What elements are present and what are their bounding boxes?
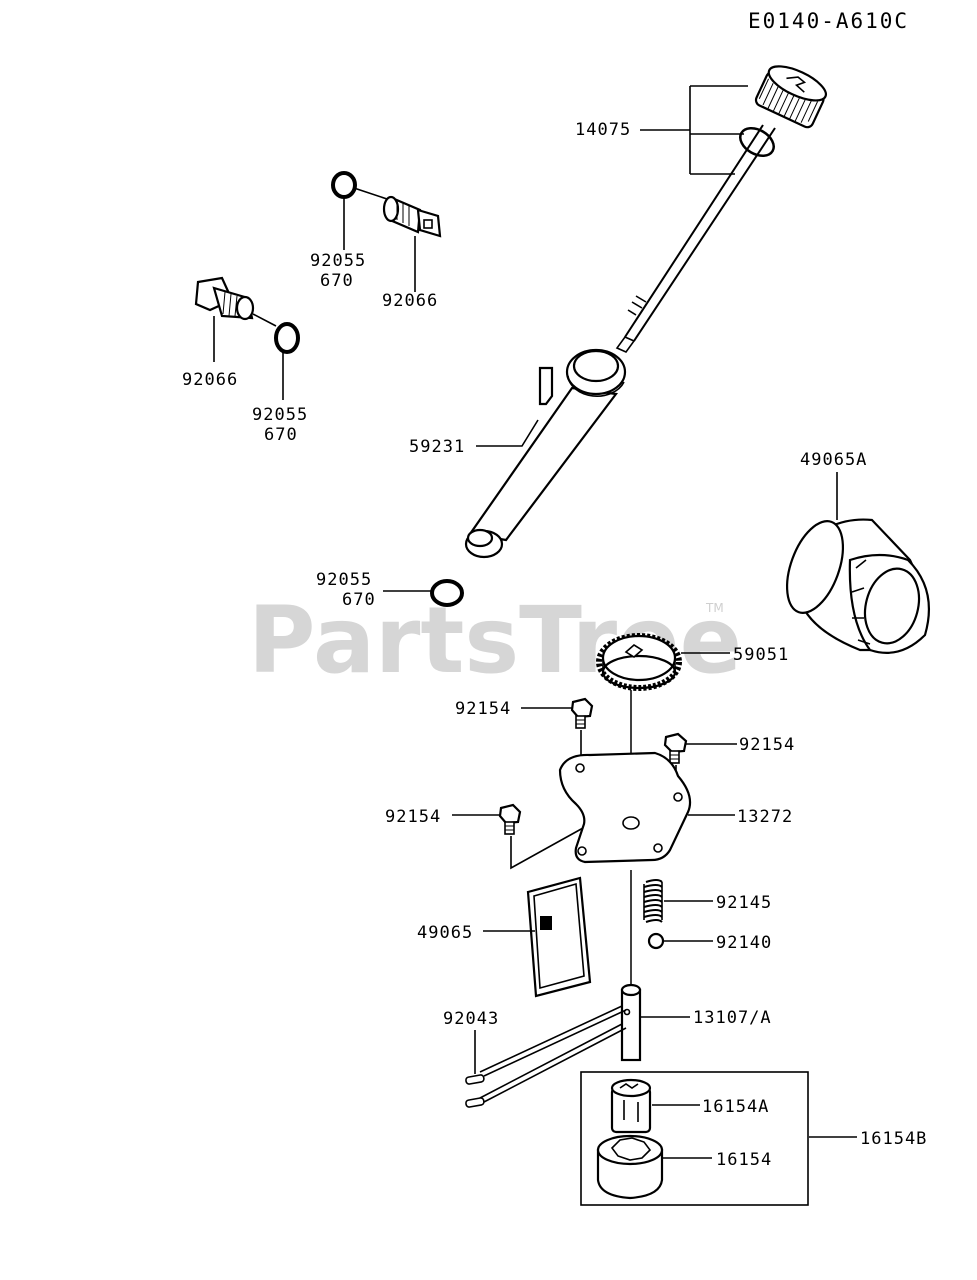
- label-92066-upper[interactable]: 92066: [382, 291, 438, 311]
- label-670-upper[interactable]: 670: [320, 271, 354, 291]
- label-13272[interactable]: 13272: [737, 807, 793, 827]
- pins-92043[interactable]: [465, 1005, 627, 1108]
- label-59051[interactable]: 59051: [733, 645, 789, 665]
- leader-bolt-to-plate: [510, 827, 584, 870]
- ball-92140[interactable]: [647, 932, 665, 950]
- label-92154-right[interactable]: 92154: [739, 735, 795, 755]
- oil-pump-cover-13272[interactable]: [558, 751, 692, 864]
- label-670-middle[interactable]: 670: [264, 425, 298, 445]
- oil-pump-gear-59051[interactable]: [596, 633, 682, 691]
- label-16154A[interactable]: 16154A: [702, 1097, 769, 1117]
- o-ring-92055-upper[interactable]: [331, 171, 357, 199]
- kit-box-16154B: [580, 1071, 809, 1206]
- label-16154B[interactable]: 16154B: [860, 1129, 927, 1149]
- o-ring-92055-lower[interactable]: [430, 579, 464, 607]
- label-14075[interactable]: 14075: [575, 120, 631, 140]
- drain-plug-92066-lower[interactable]: [194, 276, 255, 321]
- label-59231[interactable]: 59231: [409, 437, 465, 457]
- label-92055-middle[interactable]: 92055: [252, 405, 308, 425]
- oil-filter-49065A[interactable]: [776, 514, 931, 654]
- label-92145[interactable]: 92145: [716, 893, 772, 913]
- inner-rotor-16154A[interactable]: [610, 1078, 652, 1134]
- bolt-92154-top[interactable]: [570, 697, 594, 729]
- o-ring-92055-middle[interactable]: [274, 322, 300, 354]
- leader-59231: [476, 419, 539, 447]
- bolt-92154-right[interactable]: [663, 732, 688, 764]
- bolt-92154-left[interactable]: [498, 803, 522, 835]
- label-16154[interactable]: 16154: [716, 1150, 772, 1170]
- gasket-49065[interactable]: [526, 876, 592, 998]
- drain-plug-92066-upper[interactable]: [382, 195, 442, 238]
- label-92055-upper[interactable]: 92055: [310, 251, 366, 271]
- diagram-code: E0140-A610C: [748, 9, 909, 33]
- dipstick-part[interactable]: [615, 59, 831, 353]
- label-49065[interactable]: 49065: [417, 923, 473, 943]
- outer-rotor-16154[interactable]: [596, 1134, 664, 1200]
- label-92154-top[interactable]: 92154: [455, 699, 511, 719]
- oil-filler-tube-59231[interactable]: [464, 348, 627, 559]
- label-92055-lower[interactable]: 92055: [316, 570, 372, 590]
- label-92154-left[interactable]: 92154: [385, 807, 441, 827]
- label-13107A[interactable]: 13107/A: [693, 1008, 772, 1028]
- label-49065A[interactable]: 49065A: [800, 450, 867, 470]
- label-92043[interactable]: 92043: [443, 1009, 499, 1029]
- label-670-lower[interactable]: 670: [342, 590, 376, 610]
- spring-92145[interactable]: [643, 879, 663, 923]
- label-92140[interactable]: 92140: [716, 933, 772, 953]
- pump-shaft-13107A[interactable]: [620, 983, 642, 1062]
- leader-14075: [640, 85, 748, 175]
- label-92066-lower[interactable]: 92066: [182, 370, 238, 390]
- watermark-tm: TM: [705, 601, 724, 615]
